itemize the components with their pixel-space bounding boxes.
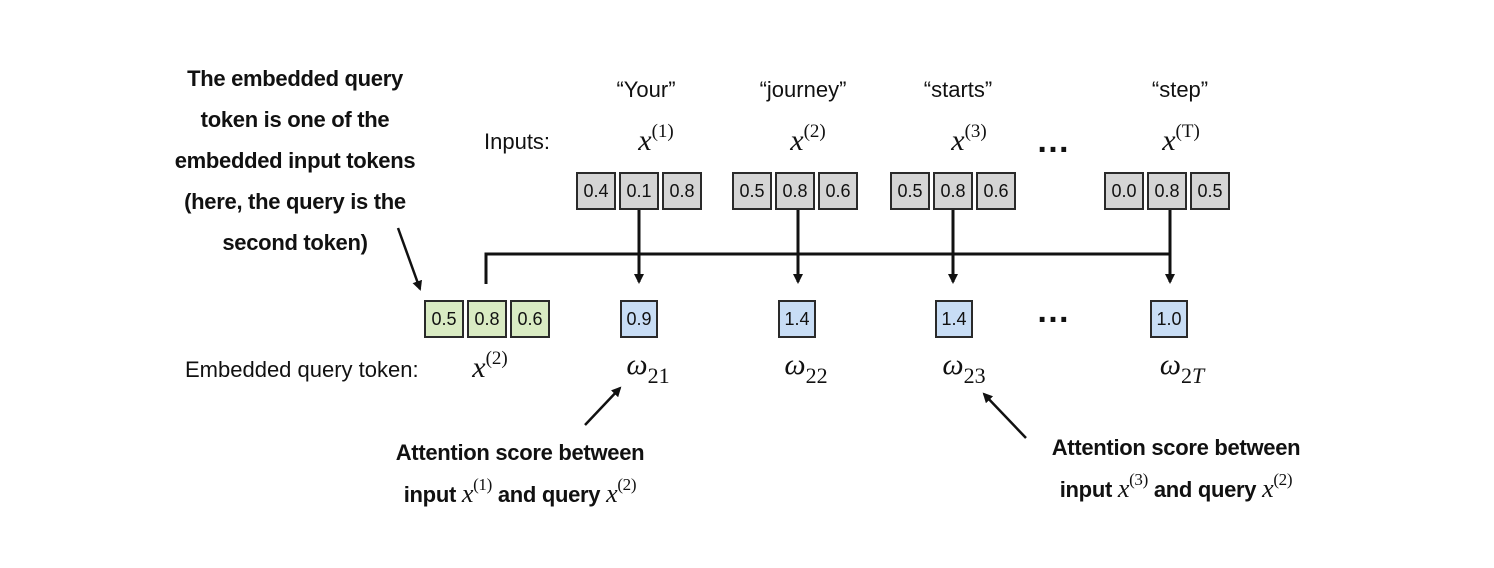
symbol-letter: x: [638, 124, 652, 157]
symbol-letter: x: [1117, 474, 1130, 503]
pointer-bottom-left: [584, 386, 622, 426]
input-1-cell: 0.4: [576, 172, 616, 210]
input-3-cell: 0.8: [933, 172, 973, 210]
score-cell-2t: 1.0: [1150, 300, 1188, 338]
symbol-superscript: (2): [617, 475, 637, 494]
symbol-letter: x: [790, 124, 804, 157]
omega-subscript-number: 2: [1180, 363, 1192, 388]
omega-letter: ω: [942, 348, 964, 381]
annotation-symbol: x(3): [1117, 471, 1148, 503]
annotation-symbol: x(2): [606, 476, 636, 508]
annotation-text: and query: [497, 482, 601, 507]
annotation-line: second token): [222, 230, 368, 255]
annotation-line: The embedded query: [187, 66, 403, 91]
omega-22: ω22: [784, 348, 827, 387]
symbol-superscript: (2): [485, 348, 508, 369]
omega-21: ω21: [626, 348, 669, 387]
omega-letter: ω: [626, 348, 648, 381]
query-cell: 0.6: [510, 300, 550, 338]
omega-subscript: 22: [805, 363, 828, 388]
omega-letter: ω: [1159, 348, 1181, 381]
input-3-cell: 0.6: [976, 172, 1016, 210]
annotation-text: input: [403, 482, 457, 507]
symbol-letter: x: [1262, 474, 1274, 503]
pointer-bottom-right: [982, 392, 1027, 439]
input-1-cell: 0.8: [662, 172, 702, 210]
score-cell-23: 1.4: [935, 300, 973, 338]
attention-score-annotation-3: Attention score between input x(3) and q…: [1016, 427, 1336, 510]
symbol-letter: x: [1162, 124, 1176, 157]
annotation-symbol: x(1): [461, 476, 492, 508]
query-cell: 0.5: [424, 300, 464, 338]
annotation-symbol: x(2): [1262, 471, 1292, 503]
omega-subscript: 21: [647, 363, 670, 388]
omega-2t: ω2T: [1159, 348, 1204, 387]
symbol-superscript: (1): [473, 475, 492, 494]
symbol-superscript: (3): [1129, 470, 1148, 489]
token-word-1: “Your”: [616, 77, 676, 102]
omega-subscript: 23: [963, 363, 986, 388]
inputs-label: Inputs:: [484, 129, 551, 154]
symbol-superscript: (T): [1175, 121, 1200, 142]
symbol-letter: x: [606, 479, 618, 508]
query-cell: 0.8: [467, 300, 507, 338]
input-t-cell: 0.0: [1104, 172, 1144, 210]
input-2-cell: 0.6: [818, 172, 858, 210]
input-2-cell: 0.8: [775, 172, 815, 210]
input-symbol-3: x(3): [951, 121, 987, 158]
pointer-top-annotation: [396, 227, 422, 291]
symbol-superscript: (2): [1273, 470, 1293, 489]
query-label: Embedded query token:: [185, 357, 419, 382]
symbol-letter: x: [472, 351, 486, 384]
annotation-text: input: [1059, 477, 1113, 502]
input-t-cell: 0.5: [1190, 172, 1230, 210]
query-bus-line: [484, 252, 1170, 284]
attention-score-annotation-1: Attention score between input x(1) and q…: [360, 432, 680, 515]
input-1-cell: 0.1: [619, 172, 659, 210]
annotation-text: and query: [1153, 477, 1257, 502]
token-word-3: “starts”: [923, 77, 993, 102]
token-word-2: “journey”: [759, 77, 847, 102]
symbol-superscript: (2): [803, 121, 826, 142]
symbol-superscript: (1): [651, 121, 674, 142]
ellipsis-bottom: …: [1036, 292, 1073, 330]
omega-letter: ω: [784, 348, 806, 381]
query-token-annotation: The embedded query token is one of the e…: [150, 58, 440, 263]
symbol-letter: x: [951, 124, 965, 157]
annotation-line: (here, the query is the: [184, 189, 406, 214]
input-symbol-t: x(T): [1162, 121, 1200, 158]
input-symbol-1: x(1): [638, 121, 674, 158]
annotation-line: embedded input tokens: [174, 148, 416, 173]
annotation-line: token is one of the: [200, 107, 390, 132]
score-cell-21: 0.9: [620, 300, 658, 338]
symbol-superscript: (3): [964, 121, 987, 142]
query-symbol: x(2): [472, 348, 508, 385]
ellipsis-top: …: [1036, 122, 1073, 160]
annotation-line: Attention score between: [395, 440, 645, 465]
input-symbol-2: x(2): [790, 121, 826, 158]
input-3-cell: 0.5: [890, 172, 930, 210]
annotation-line: Attention score between: [1051, 435, 1301, 460]
omega-subscript-variable: T: [1191, 363, 1205, 388]
annotation-line: input x(1) and query x(2): [360, 473, 680, 515]
token-word-t: “step”: [1151, 77, 1209, 102]
symbol-letter: x: [461, 479, 474, 508]
omega-23: ω23: [942, 348, 985, 387]
input-t-cell: 0.8: [1147, 172, 1187, 210]
omega-subscript: 2T: [1181, 363, 1204, 388]
input-2-cell: 0.5: [732, 172, 772, 210]
score-cell-22: 1.4: [778, 300, 816, 338]
annotation-line: input x(3) and query x(2): [1016, 468, 1336, 510]
